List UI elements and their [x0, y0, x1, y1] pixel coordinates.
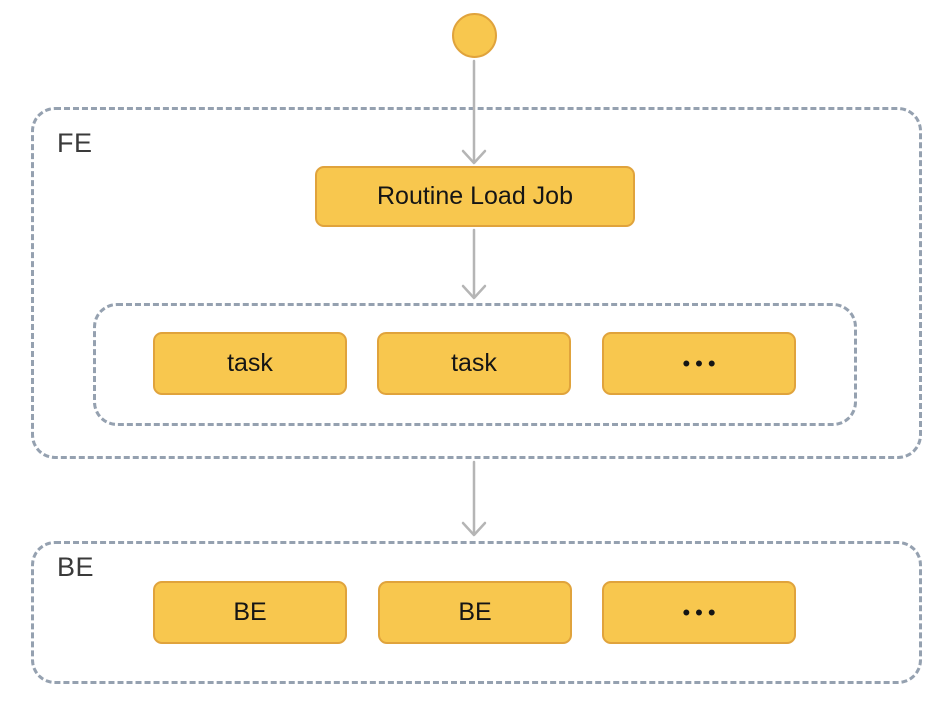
routine-load-job-node: Routine Load Job [315, 166, 635, 227]
be-node-1-label: BE [233, 598, 267, 626]
be-container [31, 541, 922, 684]
task-node-1: task [153, 332, 347, 395]
task-node-2-label: task [451, 349, 497, 377]
be-ellipsis-label: ••• [682, 599, 721, 625]
fe-container [31, 107, 922, 459]
task-group-container [93, 303, 857, 426]
task-ellipsis-label: ••• [682, 350, 721, 376]
be-section-label: BE [57, 552, 95, 582]
task-node-2: task [377, 332, 571, 395]
be-node-ellipsis: ••• [602, 581, 796, 644]
be-node-2: BE [378, 581, 572, 644]
fe-section-label: FE [57, 128, 93, 158]
task-node-1-label: task [227, 349, 273, 377]
be-node-2-label: BE [458, 598, 492, 626]
arrow-fe-to-be [461, 460, 487, 537]
routine-load-job-label: Routine Load Job [377, 182, 573, 210]
start-circle [452, 13, 497, 58]
be-node-1: BE [153, 581, 347, 644]
task-node-ellipsis: ••• [602, 332, 796, 395]
